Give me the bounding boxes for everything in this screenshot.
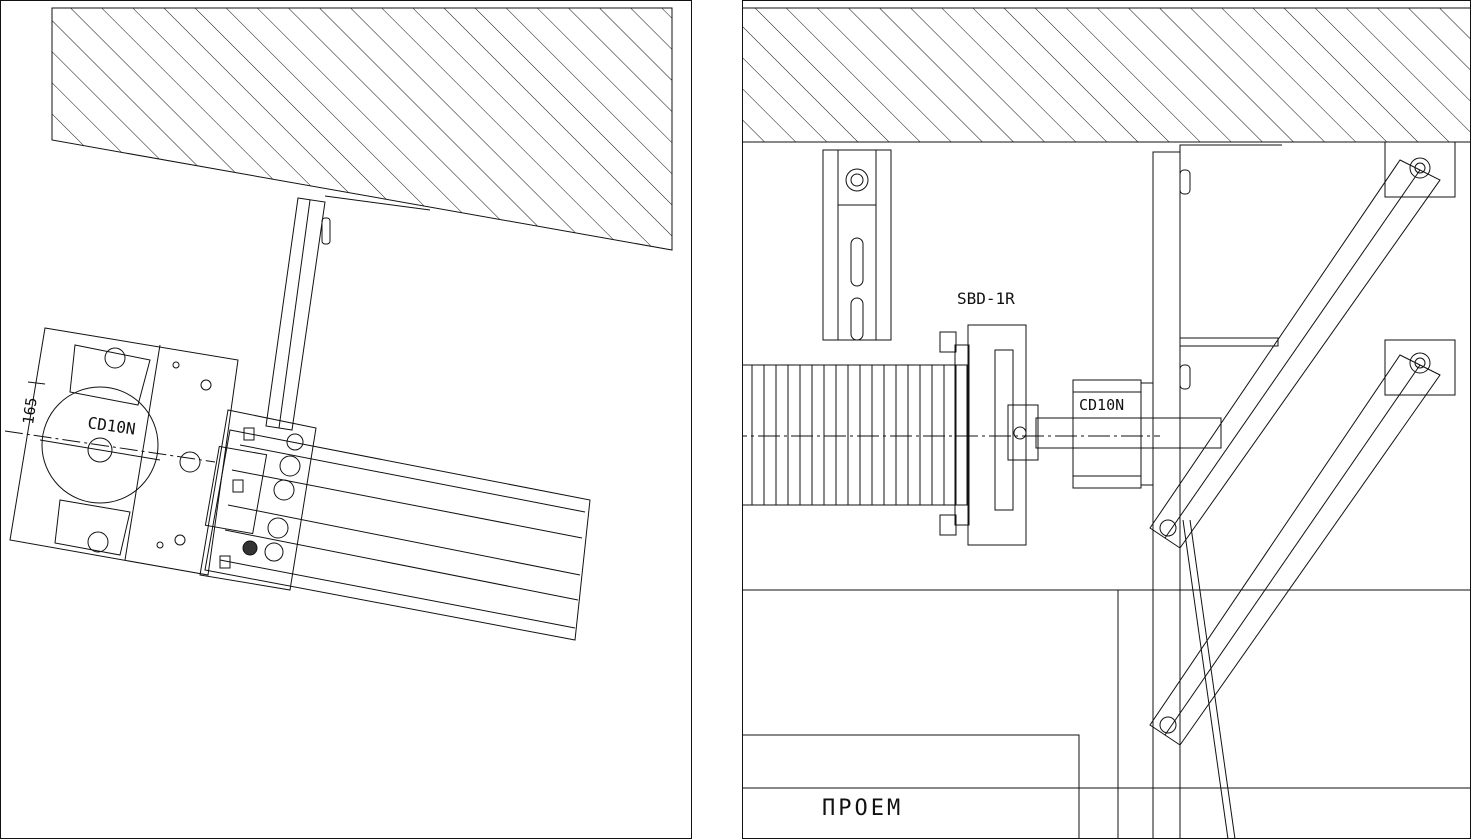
dimension-tick — [27, 381, 46, 385]
dimension-165-label: 165 — [19, 396, 41, 425]
right-view — [742, 0, 1471, 839]
centerline-left — [4, 430, 216, 463]
cable — [1182, 519, 1229, 839]
ceiling-block — [51, 7, 673, 251]
brace-upper — [1149, 141, 1456, 549]
left-view — [0, 0, 692, 839]
mounting-plate — [199, 409, 317, 591]
drum-cd10n-right — [1072, 379, 1154, 489]
drum-label-right: CD10N — [1079, 396, 1124, 414]
track-rail — [204, 429, 591, 641]
ceiling-block-right — [742, 7, 1471, 143]
drum-label-left: CD10N — [86, 413, 136, 439]
drum-cd10n-left — [41, 386, 159, 504]
shaft — [1035, 417, 1222, 449]
torsion-spring — [742, 364, 968, 506]
vertical-post — [1117, 144, 1282, 839]
spring-label-sbd: SBD-1R — [957, 289, 1015, 308]
opening-box — [742, 734, 1080, 839]
opening-label: ПРОЕМ — [822, 796, 903, 821]
hanger-left — [822, 149, 892, 341]
brace-lower — [1149, 339, 1456, 746]
spring-bracket-sbd — [939, 324, 1039, 546]
drum-assembly-left — [9, 327, 239, 576]
bracket-vertical — [265, 197, 331, 431]
ceiling-plate — [324, 195, 431, 211]
